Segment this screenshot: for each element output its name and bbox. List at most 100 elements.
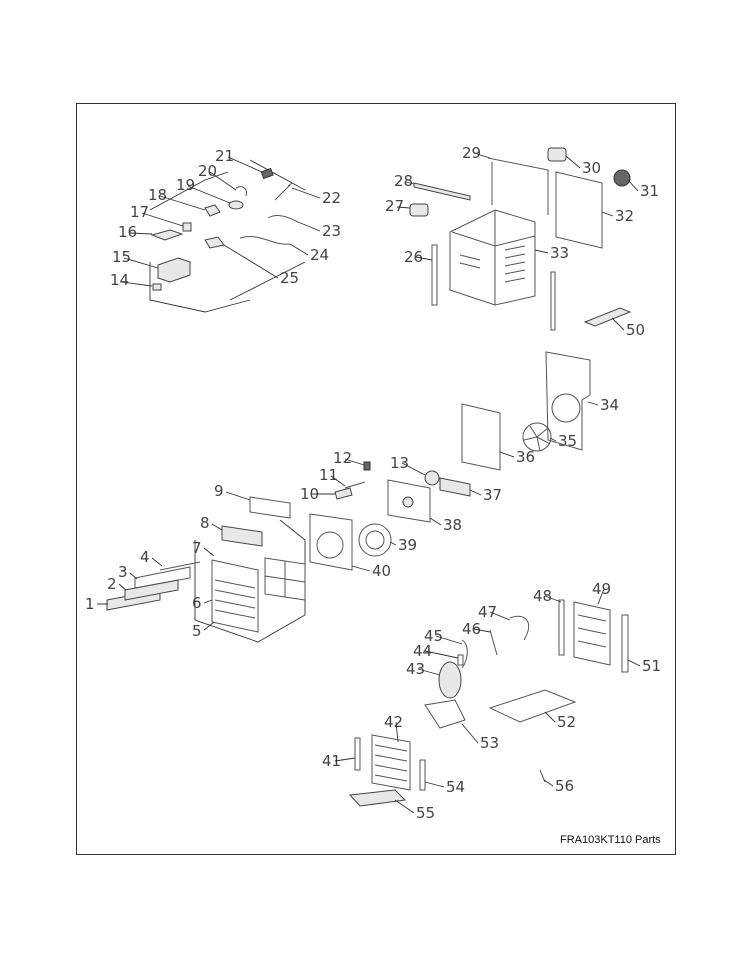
part-label-22: 22 (322, 189, 341, 207)
part-label-40: 40 (372, 562, 391, 580)
part-14-shape (152, 283, 162, 291)
part-53-shape (424, 699, 466, 729)
part-21-shape (260, 167, 274, 180)
fan-parts-group (309, 351, 591, 571)
part-48-shape (558, 599, 565, 656)
part-label-5: 5 (192, 622, 202, 640)
part-label-28: 28 (394, 172, 413, 190)
part-label-37: 37 (483, 486, 502, 504)
part-38-hub (402, 496, 414, 508)
part-37-shape (439, 477, 471, 497)
part-label-21: 21 (215, 147, 234, 165)
part-38-shape (387, 479, 431, 523)
part-label-54: 54 (446, 778, 465, 796)
part-label-36: 36 (516, 448, 535, 466)
part-15-shape (157, 257, 191, 283)
part-31-shape (613, 169, 631, 187)
part-43-shape (438, 661, 462, 699)
part-label-25: 25 (280, 269, 299, 287)
part-49-shape (573, 601, 611, 666)
part-20-shape (235, 186, 247, 197)
part-label-16: 16 (118, 223, 137, 241)
part-35-blades (523, 425, 551, 452)
part-40-shape (309, 513, 353, 571)
part-5-louvers (214, 579, 256, 619)
part-13-shape (424, 470, 440, 486)
part-label-4: 4 (140, 548, 150, 566)
part-18-shape (204, 204, 221, 217)
part-label-19: 19 (176, 176, 195, 194)
part-17-shape (182, 222, 192, 232)
part-4-shape (159, 561, 201, 571)
part-23-shape (267, 215, 299, 223)
part-label-52: 52 (557, 713, 576, 731)
part-label-23: 23 (322, 222, 341, 240)
part-42-shape (371, 734, 411, 791)
part-label-53: 53 (480, 734, 499, 752)
part-label-39: 39 (398, 536, 417, 554)
part-26-shape (431, 244, 438, 306)
part-label-49: 49 (592, 580, 611, 598)
part-label-3: 3 (118, 563, 128, 581)
part-label-6: 6 (192, 594, 202, 612)
part-49-fins (577, 614, 607, 648)
part-label-29: 29 (462, 144, 481, 162)
part-callouts: 1 2 3 4 5 6 7 8 9 10 11 12 13 14 15 16 1… (85, 144, 661, 822)
part-52-shape (488, 689, 577, 723)
part-label-12: 12 (333, 449, 352, 467)
part-label-30: 30 (582, 159, 601, 177)
part-24-shape (239, 236, 291, 245)
part-label-33: 33 (550, 244, 569, 262)
part-label-48: 48 (533, 587, 552, 605)
part-label-13: 13 (390, 454, 409, 472)
part-35-shape (522, 422, 552, 452)
part-label-27: 27 (385, 197, 404, 215)
part-9-shape (249, 496, 291, 519)
electrical-parts-group (149, 159, 306, 313)
part-8-shape (221, 525, 263, 547)
part-39-inner (365, 530, 385, 550)
part-27-shape (409, 203, 429, 217)
part-label-20: 20 (198, 162, 217, 180)
part-19-shape (228, 200, 244, 210)
part-label-8: 8 (200, 514, 210, 532)
part-label-32: 32 (615, 207, 634, 225)
part-label-43: 43 (406, 660, 425, 678)
part-42-fins (374, 744, 408, 782)
part-label-50: 50 (626, 321, 645, 339)
part-12-shape (363, 461, 371, 471)
part-label-15: 15 (112, 248, 131, 266)
part-33-shape (449, 209, 536, 306)
part-10-shape (334, 487, 353, 500)
part-label-14: 14 (110, 271, 129, 289)
part-40-ring (316, 531, 344, 559)
part-25-shape (204, 236, 225, 249)
part-32-shape (555, 171, 603, 249)
part-label-24: 24 (310, 246, 329, 264)
part-label-56: 56 (555, 777, 574, 795)
part-label-46: 46 (462, 620, 481, 638)
part-46-shape (489, 629, 498, 656)
part-44-shape (457, 654, 464, 666)
part-54-shape (419, 759, 426, 791)
part-label-31: 31 (640, 182, 659, 200)
part-label-18: 18 (148, 186, 167, 204)
front-panel-parts-group (106, 496, 306, 643)
part-label-45: 45 (424, 627, 443, 645)
diagram-caption: FRA103KT110 Parts (560, 834, 661, 846)
part-33-louvers (459, 245, 526, 283)
part-11-shape (344, 481, 366, 489)
part-label-51: 51 (642, 657, 661, 675)
part-label-9: 9 (214, 482, 224, 500)
drawing-frame (76, 103, 676, 855)
part-16-shape (150, 229, 184, 241)
part-39-shape (358, 523, 392, 557)
part-label-34: 34 (600, 396, 619, 414)
part-label-35: 35 (558, 432, 577, 450)
part-28-shape (413, 182, 471, 201)
part-5-shape (211, 559, 259, 633)
part-label-38: 38 (443, 516, 462, 534)
part-7-shape (264, 557, 306, 601)
part-33-rail (550, 271, 556, 331)
